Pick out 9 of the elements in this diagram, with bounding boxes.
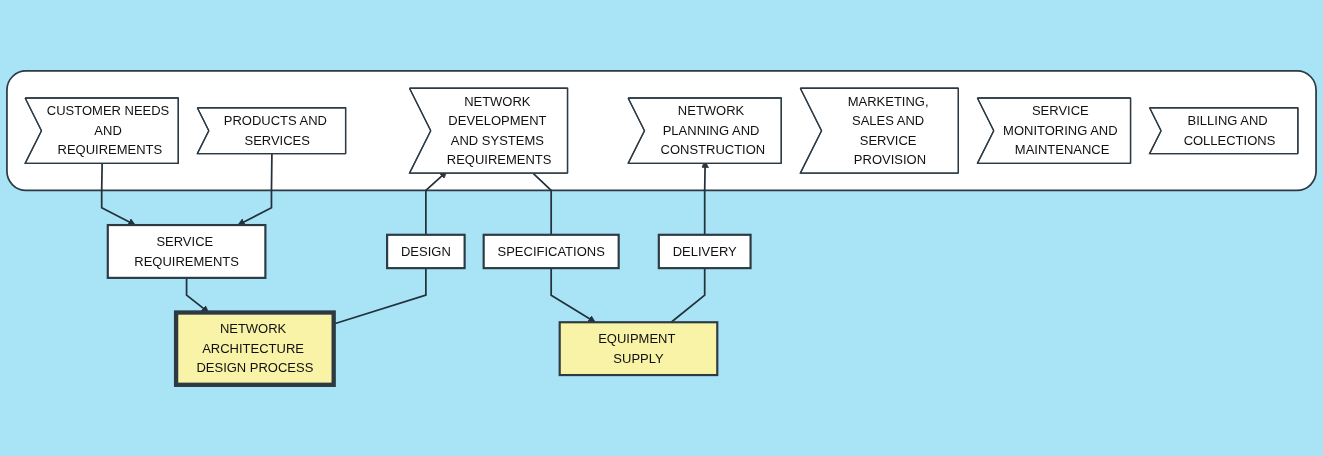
arrow [100,163,136,226]
cluster [6,70,1317,192]
node-box: SPECIFICATIONS [482,233,620,270]
node-box: SERVICE REQUIREMENTS [106,224,267,280]
node-box: DELIVERY [657,233,752,270]
node-box: NETWORK ARCHITECTURE DESIGN PROCESS [173,310,336,388]
arrow [237,153,273,226]
node-box: EQUIPMENT SUPPLY [558,321,719,377]
node-box: DESIGN [386,233,466,270]
